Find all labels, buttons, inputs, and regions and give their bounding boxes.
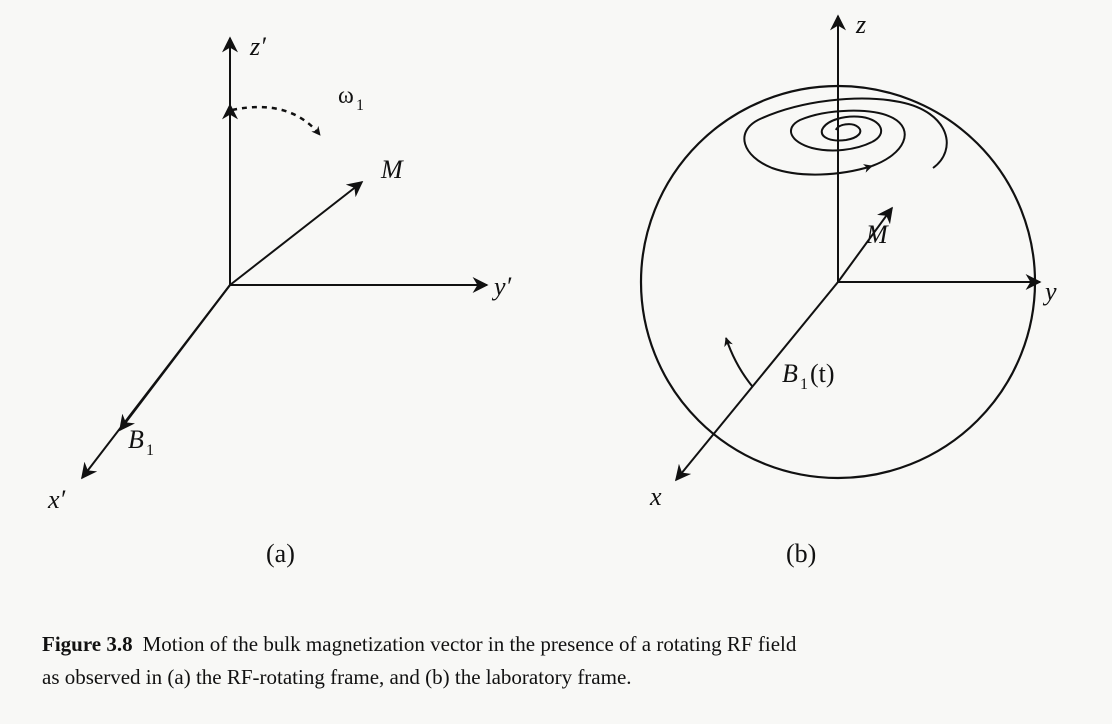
z-prime-label: z′ bbox=[249, 32, 266, 61]
b1t-subscript: 1 bbox=[800, 376, 808, 393]
omega-rotation-arc bbox=[231, 105, 321, 136]
b1t-label: B bbox=[782, 359, 798, 388]
b1t-argument: (t) bbox=[810, 359, 835, 388]
figure-caption: Figure 3.8 Motion of the bulk magnetizati… bbox=[42, 628, 1082, 694]
m-vector bbox=[229, 181, 364, 286]
caption-line-1: Motion of the bulk magnetization vector … bbox=[142, 632, 797, 656]
y-label: y bbox=[1042, 277, 1057, 306]
b1-vector bbox=[119, 284, 231, 432]
b1-subscript: 1 bbox=[146, 442, 154, 459]
figure-number: Figure 3.8 bbox=[42, 632, 133, 656]
b1-rotation-arc bbox=[724, 337, 753, 387]
m-label: M bbox=[380, 155, 404, 184]
x-label: x bbox=[649, 482, 662, 511]
figure-3-8: z′ y′ x′ ω 1 M B 1 (a) z bbox=[47, 10, 1057, 568]
x-prime-label: x′ bbox=[47, 485, 66, 514]
panel-b: z y x M B 1 (t) (b) bbox=[639, 10, 1057, 568]
panel-a-label: (a) bbox=[266, 539, 295, 568]
m-label-lab: M bbox=[865, 220, 889, 249]
z-label: z bbox=[855, 10, 866, 39]
omega-subscript: 1 bbox=[356, 97, 364, 114]
x-axis bbox=[674, 281, 839, 482]
spiral-trajectory bbox=[743, 97, 948, 282]
b1-label: B bbox=[128, 425, 144, 454]
m-vector-lab bbox=[837, 206, 893, 283]
panel-b-label: (b) bbox=[786, 539, 816, 568]
omega-label: ω bbox=[338, 83, 354, 109]
caption-line-2: as observed in (a) the RF-rotating frame… bbox=[42, 665, 632, 689]
panel-a: z′ y′ x′ ω 1 M B 1 (a) bbox=[47, 32, 512, 568]
y-prime-label: y′ bbox=[491, 272, 512, 301]
